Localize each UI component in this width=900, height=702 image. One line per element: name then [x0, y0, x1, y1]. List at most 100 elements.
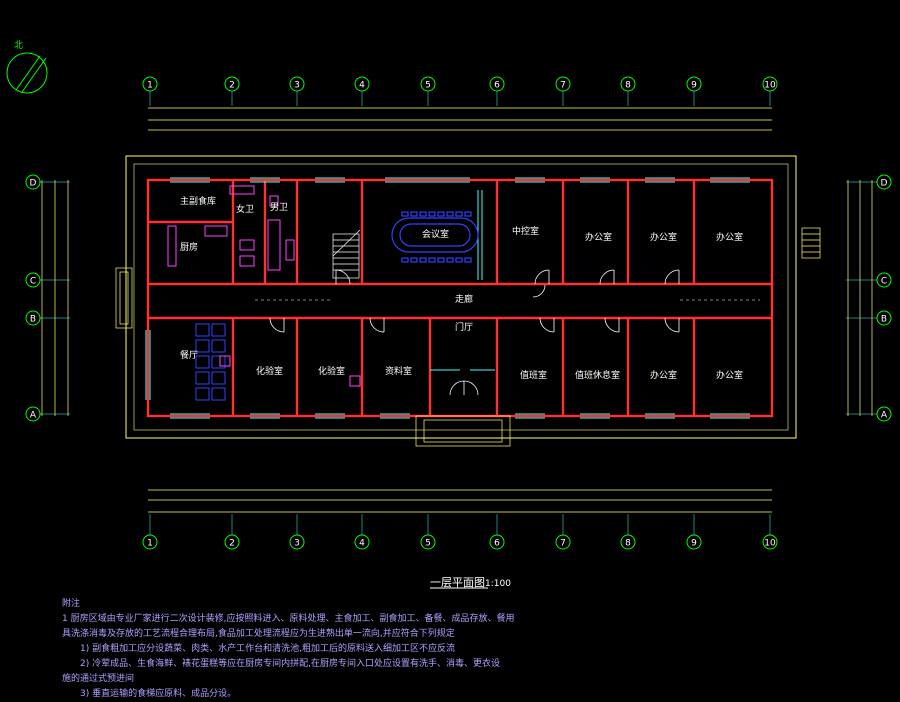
room-corridor: 走廊 [455, 293, 473, 305]
axis-top-2-label: 2 [229, 81, 235, 91]
chair-icon [464, 257, 472, 263]
room-office-4: 办公室 [650, 369, 677, 381]
entrance-steps [415, 415, 511, 447]
axis-bottom-6-label: 6 [494, 539, 500, 549]
room-lab-1: 化验室 [256, 365, 283, 377]
axis-left-A-label: A [30, 411, 37, 421]
kitchen-fixtures-icon [167, 185, 361, 387]
room-office-1: 办公室 [585, 231, 612, 243]
dining-table-icon [211, 371, 226, 385]
notes-block: 附注 1 厨房区域由专业厂家进行二次设计装修,应按照料进入、原料处理、主食加工、… [62, 597, 882, 702]
room-office-3: 办公室 [716, 231, 743, 243]
axis-bottom-3-label: 3 [294, 539, 300, 549]
room-labels: 主副食库 厨房 男卫 女卫 会议室 中控室 办公室 办公室 办公室 办公室 办公… [180, 195, 743, 381]
building-outline [125, 155, 797, 439]
room-dining: 餐厅 [180, 349, 198, 361]
dining-table-icon [211, 339, 226, 353]
room-control: 中控室 [512, 225, 539, 237]
room-rest: 值班休息室 [575, 369, 620, 381]
dining-table-icon [211, 355, 226, 369]
axis-left-C-label: C [30, 277, 36, 287]
axis-bubbles-bottom: 1 2 3 4 5 6 7 8 9 10 [142, 514, 778, 550]
north-arrow-icon: 北 [6, 40, 48, 94]
dining-table-icon [195, 387, 210, 401]
chair-icon [401, 257, 409, 263]
drawing-scale: 1:100 [485, 579, 511, 589]
drawing-title: 一层平面图1:100 [430, 574, 511, 590]
axis-bottom-2-label: 2 [229, 539, 235, 549]
axis-right-B-label: B [881, 315, 887, 325]
meeting-table-icon [391, 211, 479, 263]
room-office-2: 办公室 [650, 231, 677, 243]
chair-icon [419, 257, 427, 263]
axis-right-C-label: C [881, 277, 887, 287]
axis-bottom-1-label: 1 [147, 539, 153, 549]
dining-table-icon [195, 323, 210, 337]
chair-icon [419, 211, 427, 217]
axis-bottom-5-label: 5 [425, 539, 431, 549]
dining-table-icon [195, 339, 210, 353]
notes-line-3: 1) 副食粗加工应分设蔬菜、肉类、水产工作台和清洗池,粗加工后的原料送入细加工区… [80, 644, 455, 654]
axis-top-3-label: 3 [294, 81, 300, 91]
chair-icon [410, 257, 418, 263]
axis-bubbles-right: D C B A [846, 174, 892, 422]
room-kitchen: 厨房 [180, 241, 198, 253]
windows [145, 177, 750, 419]
axis-bottom-10-label: 10 [764, 539, 776, 549]
stairs [332, 229, 361, 279]
exterior-stair-right [801, 227, 821, 259]
chair-icon [455, 211, 463, 217]
axis-top-8-label: 8 [625, 81, 631, 91]
door-swings [269, 269, 680, 396]
chair-icon [446, 257, 454, 263]
axis-bottom-8-label: 8 [625, 539, 631, 549]
axis-right-D-label: D [881, 179, 888, 189]
dining-table-icon [211, 387, 226, 401]
dining-tables-icon [195, 323, 226, 401]
axis-top-7-label: 7 [560, 81, 566, 91]
notes-line-2: 具洗涤消毒及存放的工艺流程合理布局,食品加工处理流程应为生进熟出单一流向,并应符… [62, 629, 455, 639]
notes-head: 附注 [62, 599, 81, 609]
chair-icon [401, 211, 409, 217]
axis-top-6-label: 6 [494, 81, 500, 91]
chair-icon [437, 257, 445, 263]
notes-line-6: 3) 垂直运输的食梯应原料、成品分设。 [80, 689, 237, 699]
axis-bottom-7-label: 7 [560, 539, 566, 549]
axis-bottom-4-label: 4 [359, 539, 365, 549]
chair-icon [410, 211, 418, 217]
axis-top-10-label: 10 [764, 81, 776, 91]
dining-table-icon [211, 323, 226, 337]
dining-table-icon [195, 355, 210, 369]
axis-left-B-label: B [30, 315, 36, 325]
axis-top-5-label: 5 [425, 81, 431, 91]
room-staff-dining: 主副食库 [180, 195, 216, 207]
drawing-title-text: 一层平面图 [430, 576, 485, 589]
notes-line-4: 2) 冷荤成品、生食海鲜、裱花蛋糕等应在厨房专间内拼配,在厨房专间入口处应设置有… [80, 659, 500, 669]
notes-line-1: 1 厨房区域由专业厂家进行二次设计装修,应按照料进入、原料处理、主食加工、副食加… [62, 614, 515, 624]
chair-icon [437, 211, 445, 217]
exterior-ramp-left [115, 267, 133, 329]
room-lab-2: 化验室 [318, 365, 345, 377]
room-restroom-f: 女卫 [236, 203, 254, 215]
room-duty: 值班室 [520, 369, 547, 381]
axis-top-9-label: 9 [691, 81, 697, 91]
room-meeting: 会议室 [422, 228, 449, 240]
axis-left-D-label: D [30, 179, 37, 189]
room-hall: 门厅 [455, 321, 473, 333]
chair-icon [428, 211, 436, 217]
axis-bottom-9-label: 9 [691, 539, 697, 549]
chair-icon [428, 257, 436, 263]
axis-right-A-label: A [881, 411, 888, 421]
room-restroom-m: 男卫 [270, 202, 288, 213]
dining-table-icon [195, 371, 210, 385]
chair-icon [446, 211, 454, 217]
notes-line-5: 施的通过式预进间 [62, 674, 135, 684]
north-label: 北 [14, 40, 23, 51]
chair-icon [455, 257, 463, 263]
dimension-lines [41, 107, 873, 513]
room-office-5: 办公室 [716, 369, 743, 381]
axis-top-4-label: 4 [359, 81, 365, 91]
room-archive: 资料室 [385, 365, 412, 377]
